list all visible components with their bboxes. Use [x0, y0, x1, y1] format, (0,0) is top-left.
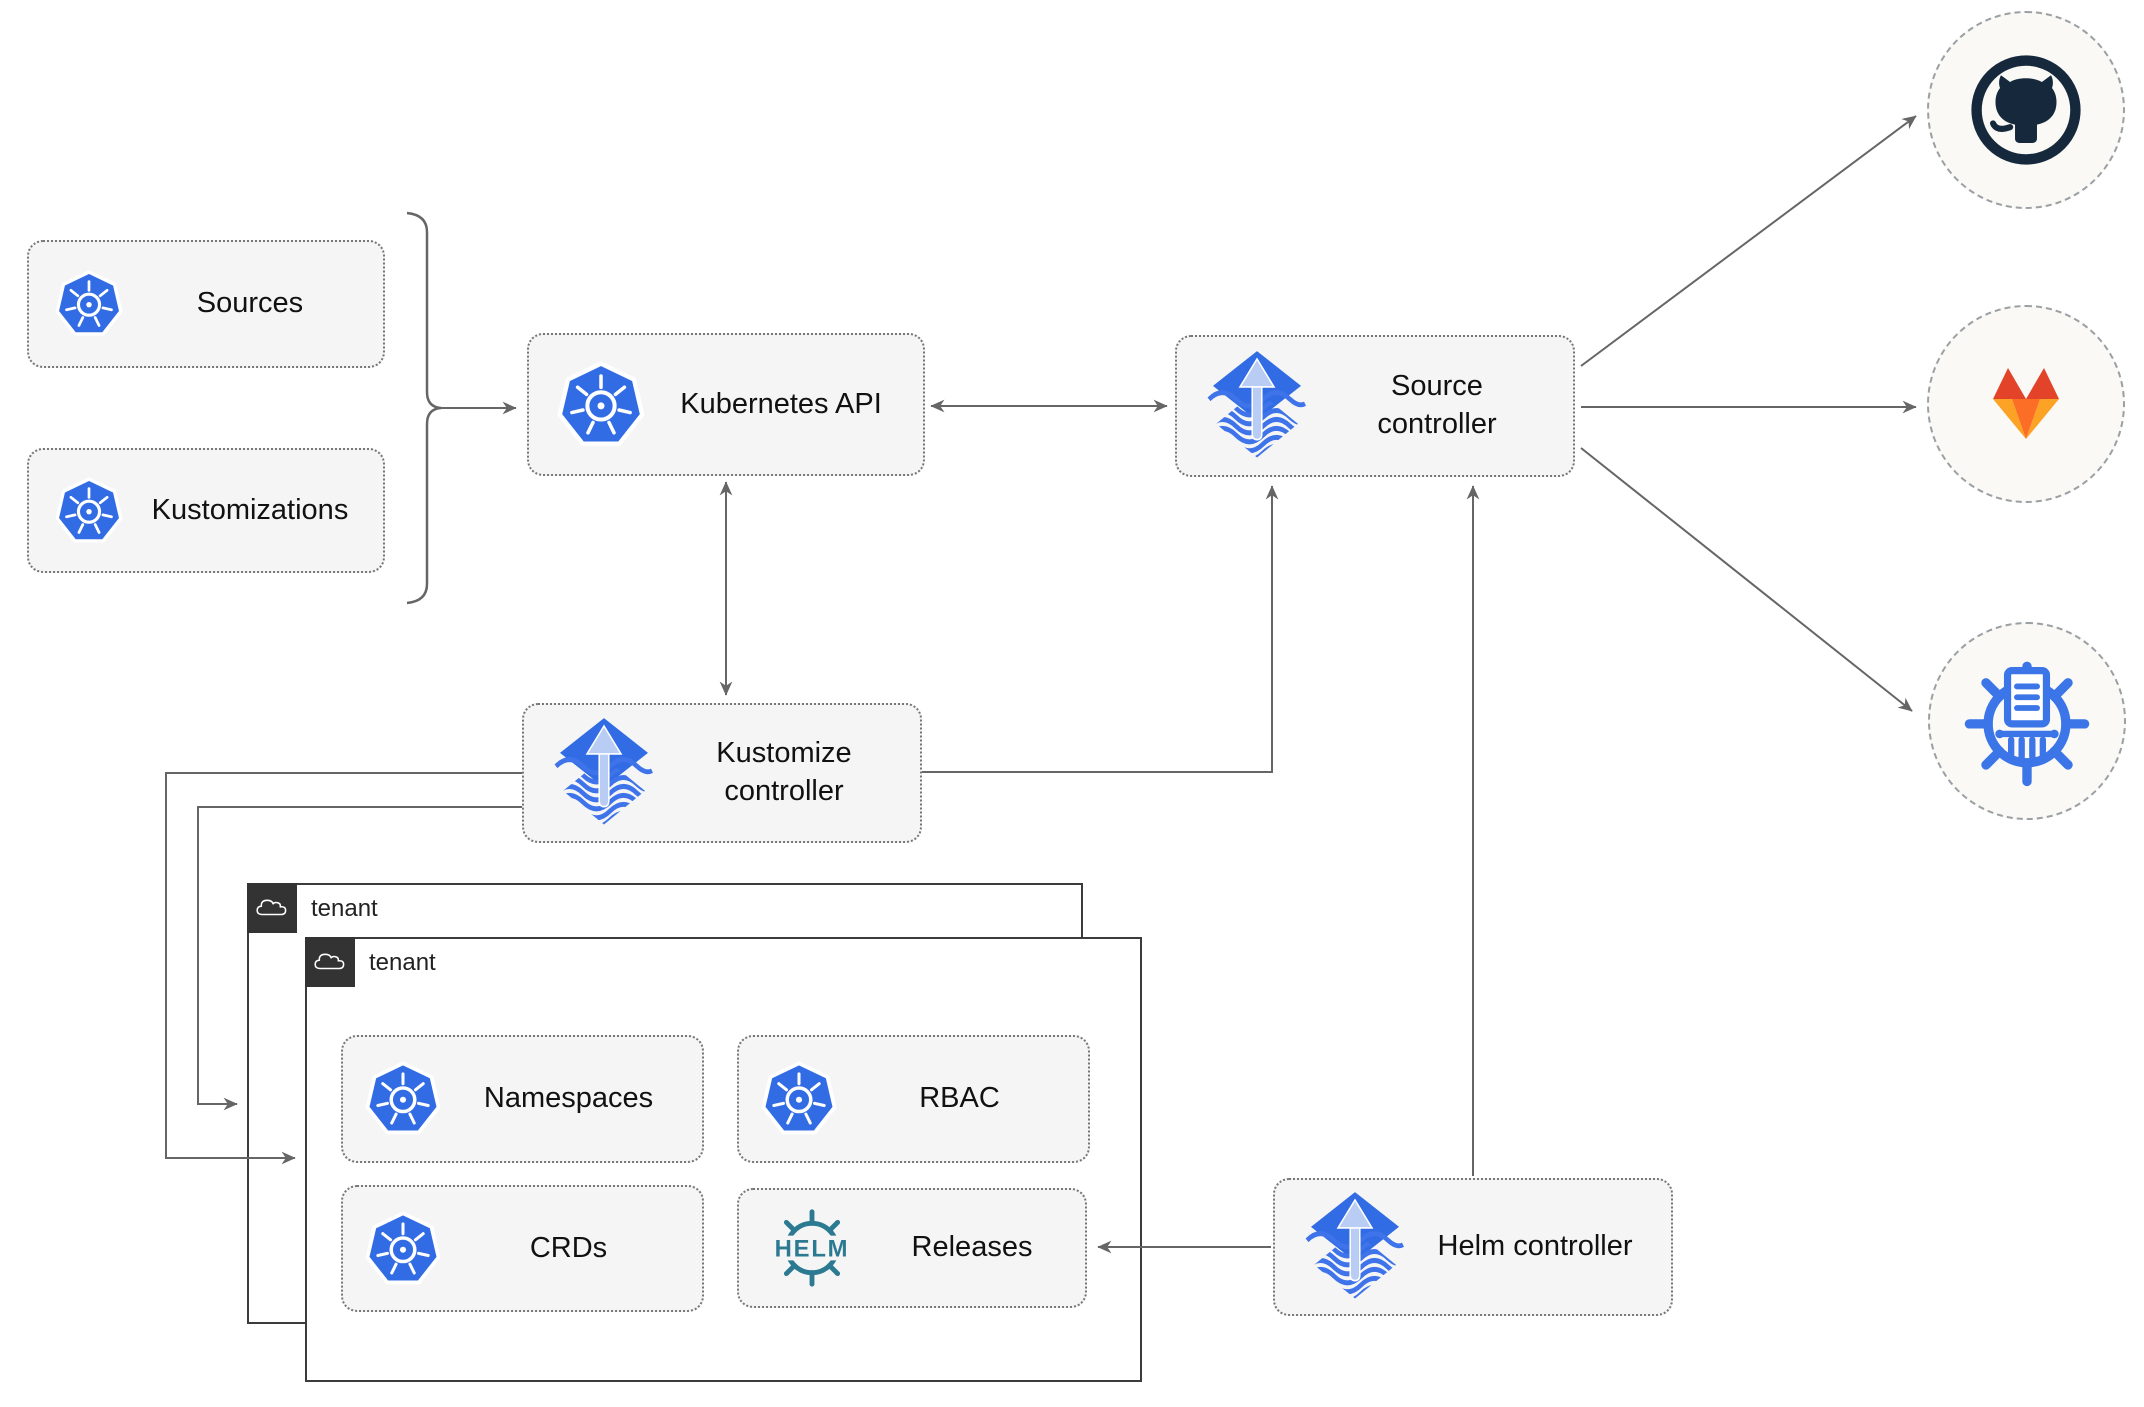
arrow-source-to-chartmuseum [1580, 447, 1913, 712]
flux-icon [1207, 350, 1307, 462]
node-label: Kustomizations [151, 493, 349, 526]
cloud-icon [254, 895, 290, 921]
node-label: Releases [911, 1231, 1033, 1264]
kubernetes-icon [557, 361, 645, 449]
node-sources: Sources [27, 240, 385, 368]
node-label: Kustomize controller [716, 737, 852, 807]
node-crds: CRDs [341, 1185, 704, 1312]
kubernetes-icon [365, 1211, 441, 1287]
helm-logo-text: HELM [775, 1235, 850, 1262]
node-label: Helm controller [1437, 1230, 1633, 1263]
tenant-label: tenant [311, 894, 378, 922]
node-label: Sources [196, 287, 304, 320]
cloud-tab [246, 882, 297, 933]
arrow-source-to-github [1580, 115, 1917, 367]
kubernetes-icon [55, 270, 123, 338]
node-label: CRDs [529, 1231, 608, 1264]
node-label: Kubernetes API [680, 387, 882, 420]
remote-chartmuseum [1928, 622, 2126, 820]
node-rbac: RBAC [737, 1035, 1090, 1163]
kubernetes-icon [55, 477, 123, 545]
github-icon [1971, 55, 2081, 165]
remote-github [1927, 11, 2125, 209]
cloud-icon [312, 949, 348, 975]
node-namespaces: Namespaces [341, 1035, 704, 1163]
tenant-label: tenant [369, 948, 436, 976]
node-helm-controller: Helm controller [1273, 1178, 1673, 1316]
flux-icon [1305, 1191, 1405, 1303]
cloud-tab [304, 936, 355, 987]
kubernetes-icon [761, 1061, 837, 1137]
flux-icon [554, 717, 654, 829]
node-label: RBAC [919, 1082, 1000, 1115]
arrow-kustomize-to-source [922, 485, 1279, 773]
bracket-sources-group [406, 211, 442, 605]
chartmuseum-icon [1964, 661, 2090, 787]
remote-gitlab [1927, 305, 2125, 503]
kubernetes-icon [365, 1061, 441, 1137]
helm-logo-icon: HELM [759, 1203, 865, 1293]
node-label: Source controller [1377, 370, 1497, 440]
node-label: Namespaces [483, 1082, 654, 1115]
node-kustomize-controller: Kustomize controller [522, 703, 922, 843]
node-kustomizations: Kustomizations [27, 448, 385, 573]
node-kubernetes-api: Kubernetes API [527, 333, 925, 476]
node-releases: HELM Releases [737, 1188, 1087, 1308]
node-source-controller: Source controller [1175, 335, 1575, 477]
gitlab-icon [1993, 368, 2059, 439]
